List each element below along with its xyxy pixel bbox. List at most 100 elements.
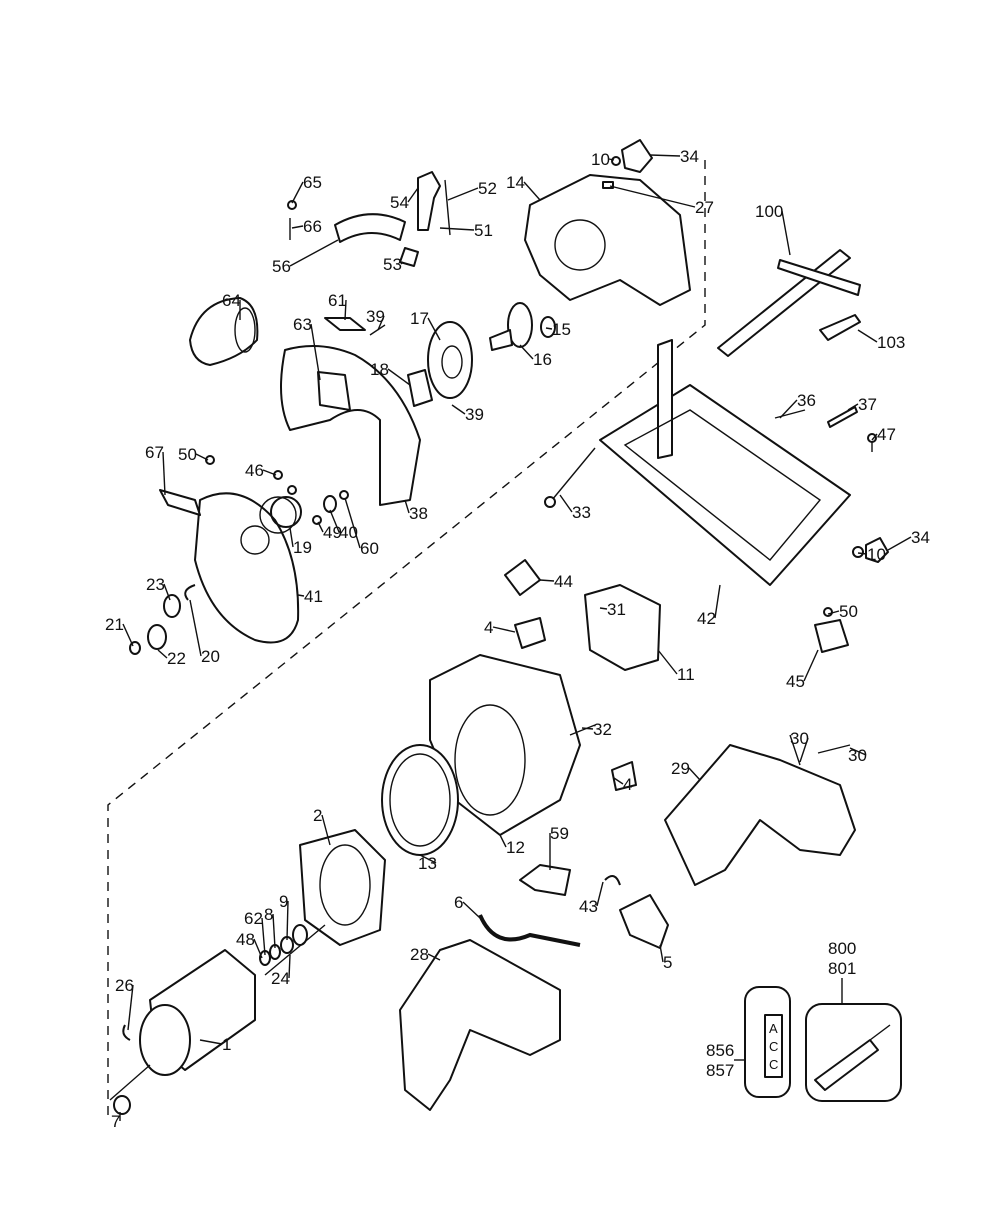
kit-label-856: 856: [706, 1041, 734, 1060]
part-label-39: 39: [465, 405, 484, 424]
part-label-33: 33: [572, 503, 591, 522]
leader-line: [827, 610, 840, 615]
leader-line: [163, 583, 171, 601]
leader-line: [377, 315, 385, 331]
part-label-44: 44: [554, 572, 573, 591]
leader-line: [291, 225, 304, 229]
part-label-6: 6: [454, 893, 463, 912]
part-label-50: 50: [839, 602, 858, 621]
part-label-23: 23: [146, 575, 165, 594]
part-label-27: 27: [695, 198, 714, 217]
part-label-40: 40: [339, 523, 358, 542]
leader-line: [599, 607, 608, 610]
part-label-53: 53: [383, 255, 402, 274]
kit-label-800: 800: [828, 939, 856, 958]
part-label-14: 14: [506, 173, 525, 192]
leader-line: [427, 953, 441, 961]
leader-line: [427, 317, 441, 341]
part-label-4: 4: [484, 618, 493, 637]
leader-line: [462, 901, 481, 919]
part-label-61: 61: [328, 291, 347, 310]
leader-line: [288, 954, 291, 979]
part-label-63: 63: [293, 315, 312, 334]
leader-line: [157, 649, 168, 659]
part-label-8: 8: [264, 905, 273, 924]
part-label-11: 11: [677, 665, 695, 684]
part-label-24: 24: [271, 969, 290, 988]
part-label-28: 28: [410, 945, 429, 964]
part-label-20: 20: [201, 647, 220, 666]
part-label-37: 37: [858, 395, 877, 414]
leader-line: [289, 239, 339, 267]
leader-line: [871, 433, 878, 441]
leader-line: [329, 509, 340, 533]
part-label-10: 10: [591, 150, 610, 169]
part-label-50: 50: [178, 445, 197, 464]
part-label-67: 67: [145, 443, 164, 462]
leader-line: [499, 834, 507, 848]
leader-line: [559, 494, 573, 513]
part-label-66: 66: [303, 217, 322, 236]
leader-line: [261, 917, 266, 956]
part-label-12: 12: [506, 838, 525, 857]
leader-line: [857, 552, 868, 555]
leader-line: [419, 854, 437, 864]
leader-line: [162, 451, 166, 496]
leader-line: [344, 299, 347, 321]
part-label-64: 64: [222, 291, 241, 310]
part-label-5: 5: [663, 953, 672, 972]
leader-line: [847, 403, 859, 411]
leader-line: [286, 900, 289, 941]
gear-case: [524, 174, 691, 306]
leader-line: [387, 368, 411, 386]
part-label-10: 10: [867, 545, 886, 564]
part-label-34: 34: [680, 147, 699, 166]
part-label-65: 65: [303, 173, 322, 192]
part-label-56: 56: [272, 257, 291, 276]
part-label-19: 19: [293, 538, 312, 557]
acc-label-letter: A: [769, 1021, 778, 1036]
part-label-51: 51: [474, 221, 493, 240]
leader-line: [127, 984, 134, 1031]
part-label-36: 36: [797, 391, 816, 410]
leader-line: [400, 261, 404, 265]
leader-line: [539, 579, 555, 582]
leader-line: [404, 499, 410, 514]
part-label-2: 2: [313, 806, 322, 825]
part-label-32: 32: [593, 720, 612, 739]
leader-line: [609, 185, 696, 208]
part-label-60: 60: [360, 539, 379, 558]
leader-line: [272, 913, 276, 949]
kit-label-801: 801: [828, 959, 856, 978]
leader-line: [523, 181, 541, 201]
part-label-16: 16: [533, 350, 552, 369]
part-label-39: 39: [366, 307, 385, 326]
part-label-100: 100: [755, 202, 783, 221]
leader-line: [317, 521, 324, 533]
leader-line: [492, 626, 516, 633]
leader-line: [596, 881, 604, 907]
leader-line: [714, 584, 721, 619]
leader-line: [799, 737, 809, 763]
part-label-4: 4: [623, 775, 632, 794]
leader-line: [608, 158, 615, 161]
leader-line: [688, 767, 701, 781]
part-label-17: 17: [410, 309, 429, 328]
brush-end-cap: [584, 584, 661, 671]
part-label-1: 1: [222, 1035, 231, 1054]
leader-line: [659, 944, 664, 963]
kit-label-857: 857: [706, 1061, 734, 1080]
leader-line: [519, 344, 534, 360]
leader-line: [321, 814, 331, 846]
part-label-47: 47: [877, 425, 896, 444]
leader-line: [344, 497, 361, 549]
leader-line: [803, 649, 819, 682]
leader-line: [781, 210, 791, 256]
leader-line: [887, 536, 912, 551]
part-label-38: 38: [409, 504, 428, 523]
leader-line: [657, 649, 678, 675]
leader-line: [291, 181, 304, 204]
part-label-54: 54: [390, 193, 409, 212]
leader-line: [310, 323, 321, 381]
